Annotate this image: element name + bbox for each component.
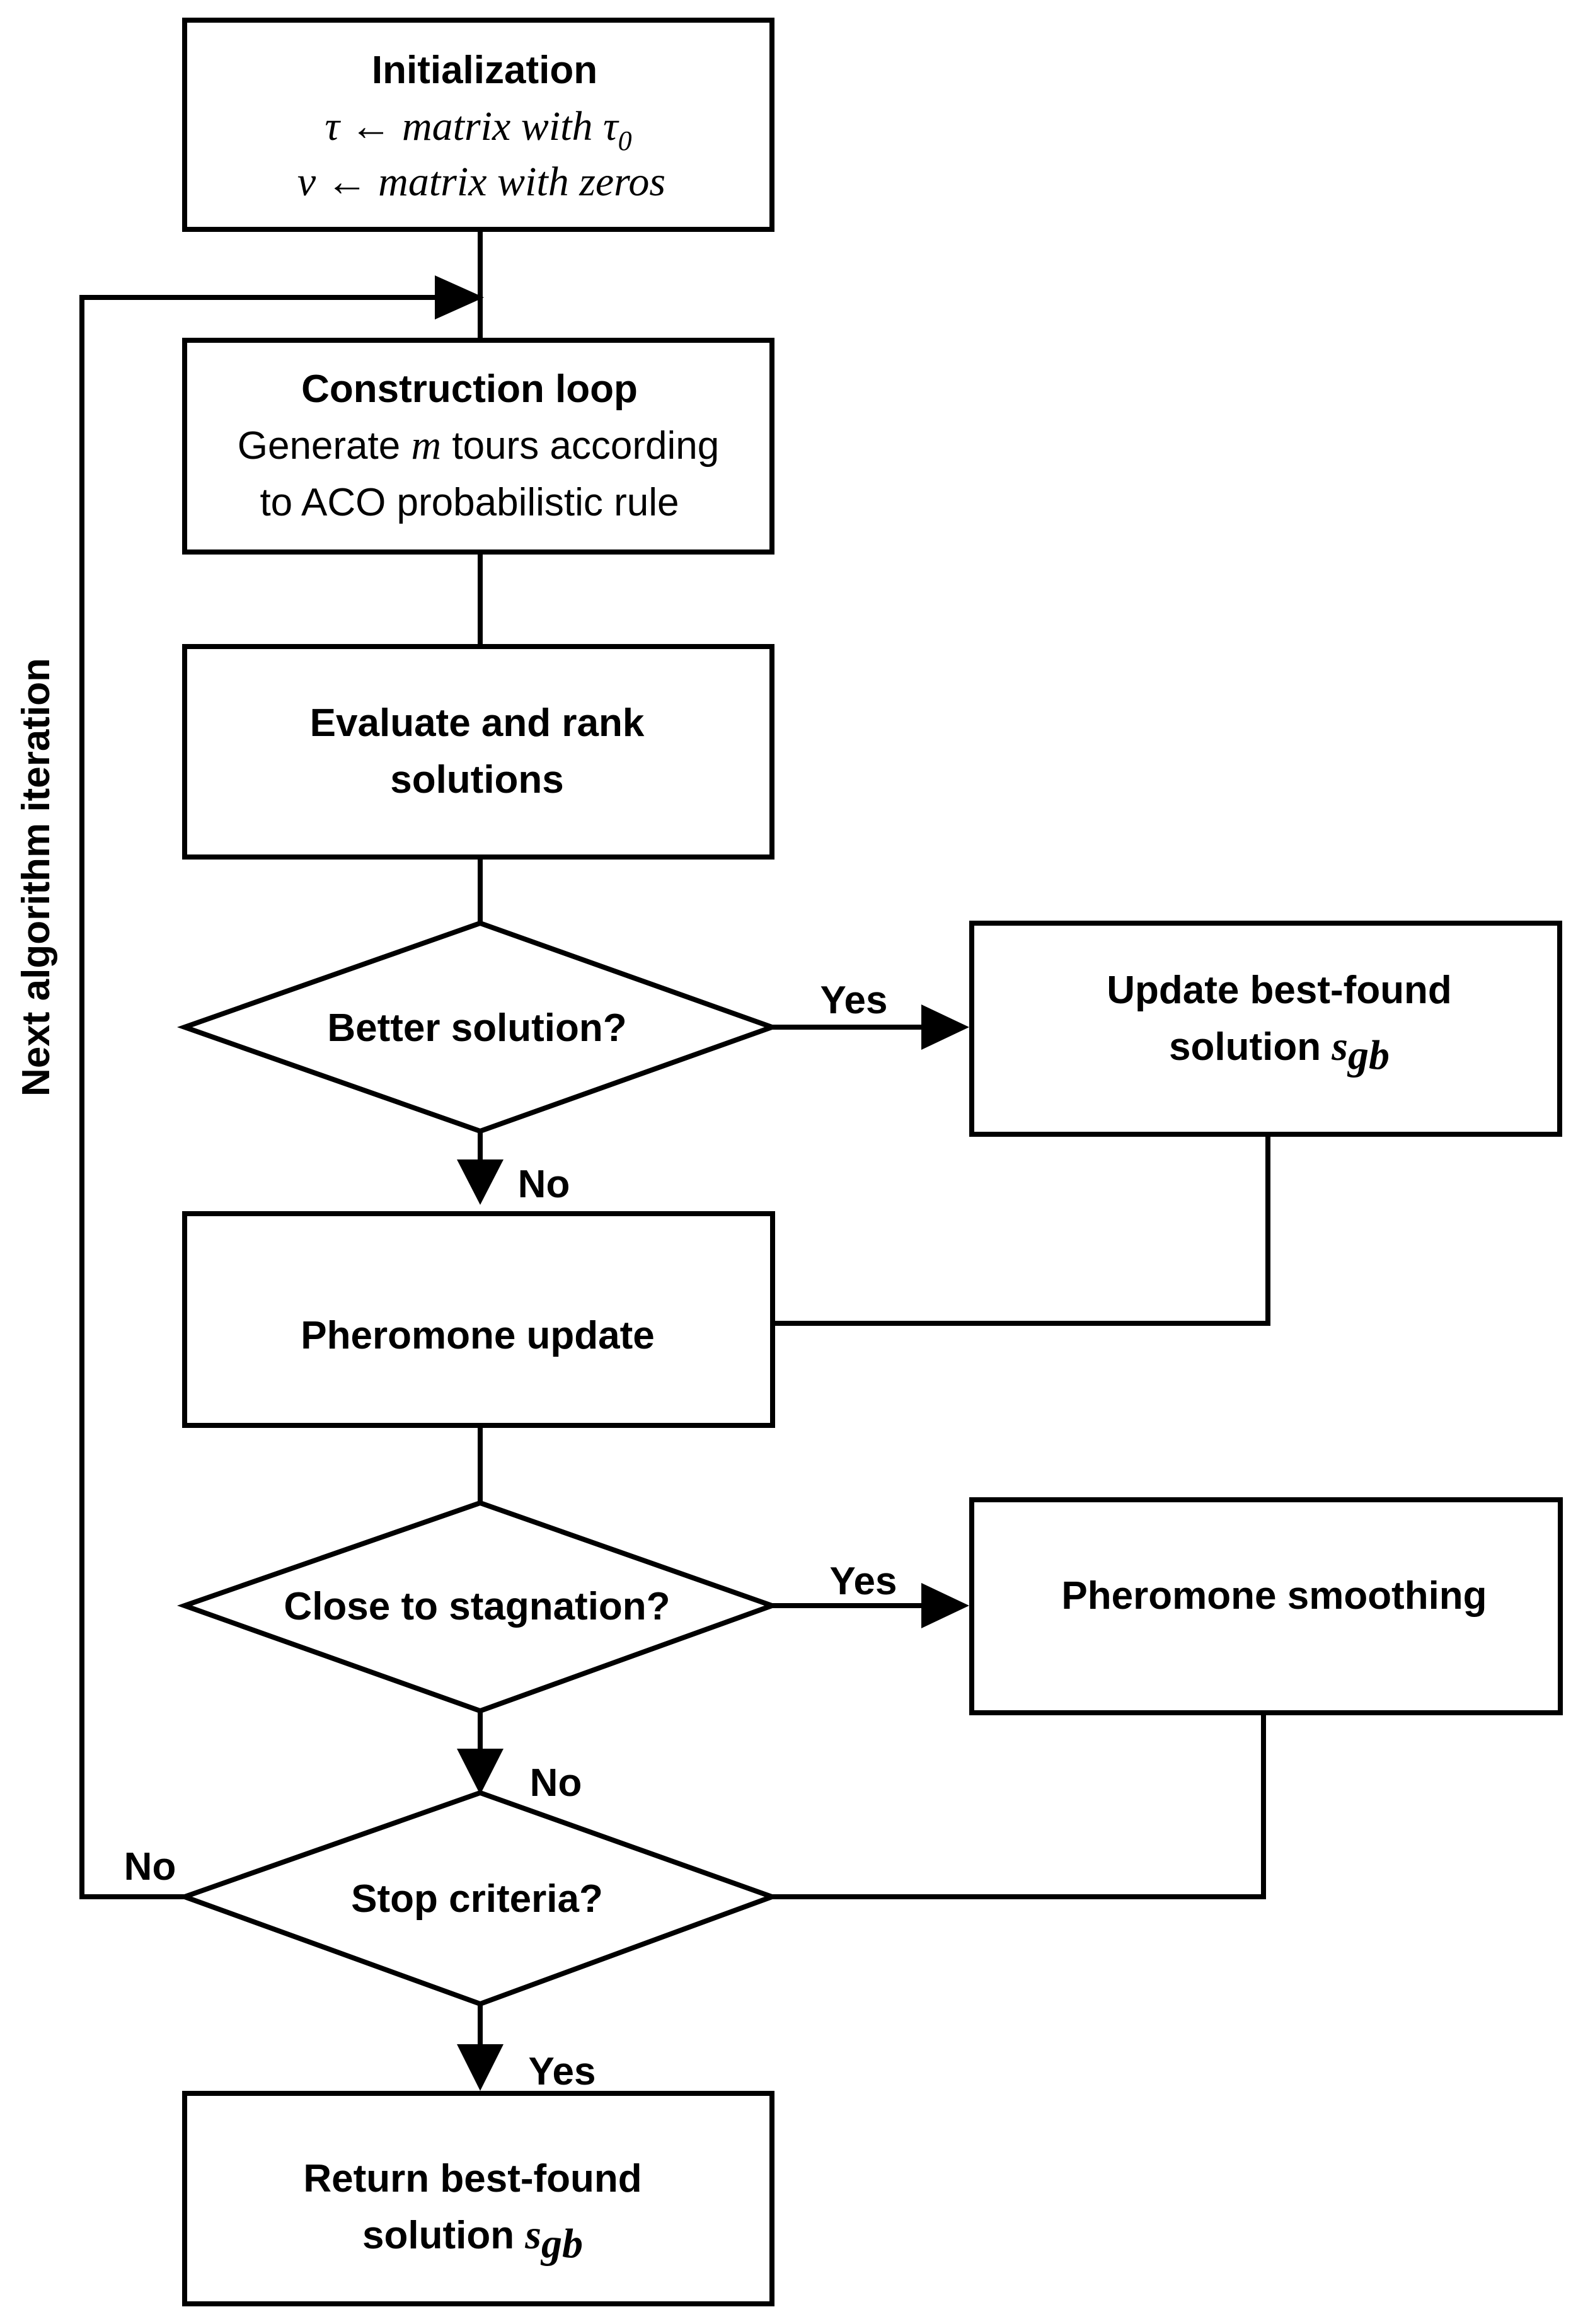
stagnation-label: Close to stagnation?	[284, 1585, 670, 1628]
stop-label: Stop criteria?	[351, 1877, 603, 1921]
better-decision: Better solution?	[176, 920, 780, 1134]
edge-update-best-to-pheromone	[773, 1134, 1270, 1326]
arrowhead-stagnation-no	[457, 1749, 504, 1795]
arrowhead-stagnation-yes	[921, 1583, 969, 1628]
init-title: Initialization	[372, 49, 597, 92]
label-stop-yes: Yes	[529, 2050, 596, 2093]
loop-label: Next algorithm iteration	[14, 658, 58, 1096]
better-label: Better solution?	[327, 1006, 626, 1050]
arrowhead-stop-yes	[457, 2044, 504, 2091]
edge-smoothing-to-stop	[772, 1713, 1266, 1899]
pheromone-update-node: Pheromone update	[182, 1211, 775, 1428]
arrowhead-loop	[435, 275, 484, 319]
label-stagnation-yes: Yes	[830, 1560, 897, 1603]
stagnation-decision: Close to stagnation?	[176, 1500, 780, 1714]
arrowhead-better-no	[457, 1159, 504, 1205]
init-line1: τ ← matrix with τ0	[325, 103, 631, 156]
evaluate-line2: solutions	[390, 758, 564, 802]
label-stagnation-no: No	[530, 1761, 582, 1805]
return-best-line2: solution sgb	[362, 2212, 583, 2267]
arrowheads	[435, 275, 969, 2091]
stop-decision: Stop criteria?	[177, 1790, 780, 2007]
pheromone-update-label: Pheromone update	[301, 1314, 655, 1357]
smoothing-label: Pheromone smoothing	[1061, 1574, 1487, 1618]
construction-line2: to ACO probabilistic rule	[260, 481, 679, 524]
return-best-node: Return best-found solution sgb	[182, 2091, 774, 2306]
update-best-line1: Update best-found	[1107, 969, 1452, 1012]
return-best-line1: Return best-found	[303, 2157, 642, 2200]
label-stop-no: No	[124, 1845, 176, 1889]
label-better-yes: Yes	[820, 979, 888, 1022]
evaluate-node: Evaluate and rank solutions	[182, 644, 774, 860]
construction-title: Construction loop	[301, 367, 638, 411]
update-best-node: Update best-found solution sgb	[969, 921, 1562, 1137]
construction-line1: Generate m tours according	[238, 422, 720, 468]
arrowhead-better-yes	[921, 1004, 969, 1050]
update-best-line2: solution sgb	[1169, 1023, 1390, 1078]
connectors	[79, 229, 1270, 2054]
edge-labels: Yes No Yes No No Yes	[124, 979, 897, 2093]
evaluate-line1: Evaluate and rank	[310, 701, 645, 745]
edge-stop-no-loop	[79, 295, 441, 1899]
init-line2: ν ← matrix with zeros	[297, 159, 665, 205]
smoothing-node: Pheromone smoothing	[969, 1497, 1563, 1715]
construction-node: Construction loop Generate m tours accor…	[182, 338, 774, 555]
label-better-no: No	[518, 1163, 570, 1206]
init-node: Initialization τ ← matrix with τ0 ν ← ma…	[182, 18, 774, 232]
